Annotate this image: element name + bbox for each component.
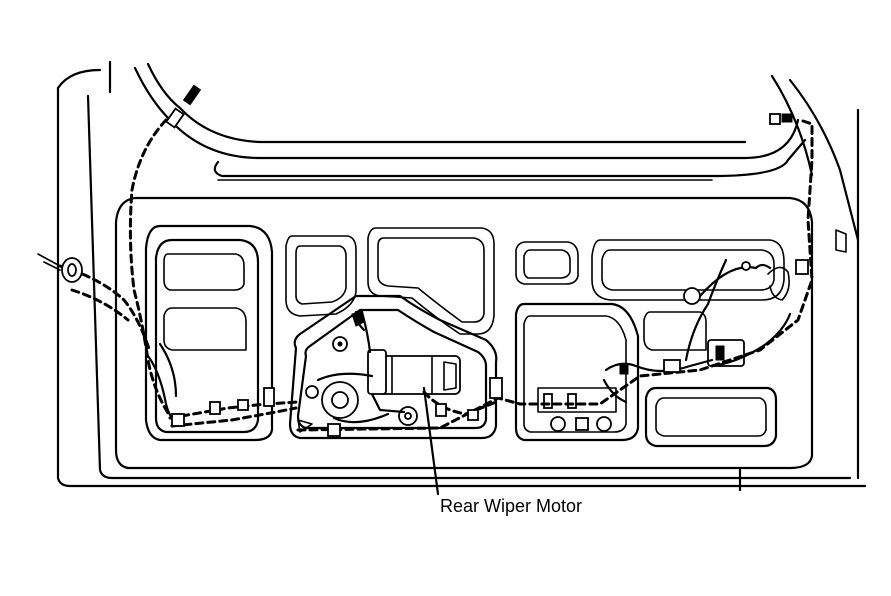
motor-access-opening <box>288 294 498 440</box>
rear-wiper-motor <box>297 310 461 433</box>
rear-wiper-motor-label: Rear Wiper Motor <box>440 496 583 516</box>
harness-connectors <box>37 84 809 437</box>
wiper-motor-leader <box>422 386 440 496</box>
left-access-opening <box>144 224 274 442</box>
tailgate-outer-frame <box>56 60 867 492</box>
right-access-openings <box>514 239 790 448</box>
window-frame <box>133 62 807 181</box>
center-upper-openings <box>285 227 495 335</box>
